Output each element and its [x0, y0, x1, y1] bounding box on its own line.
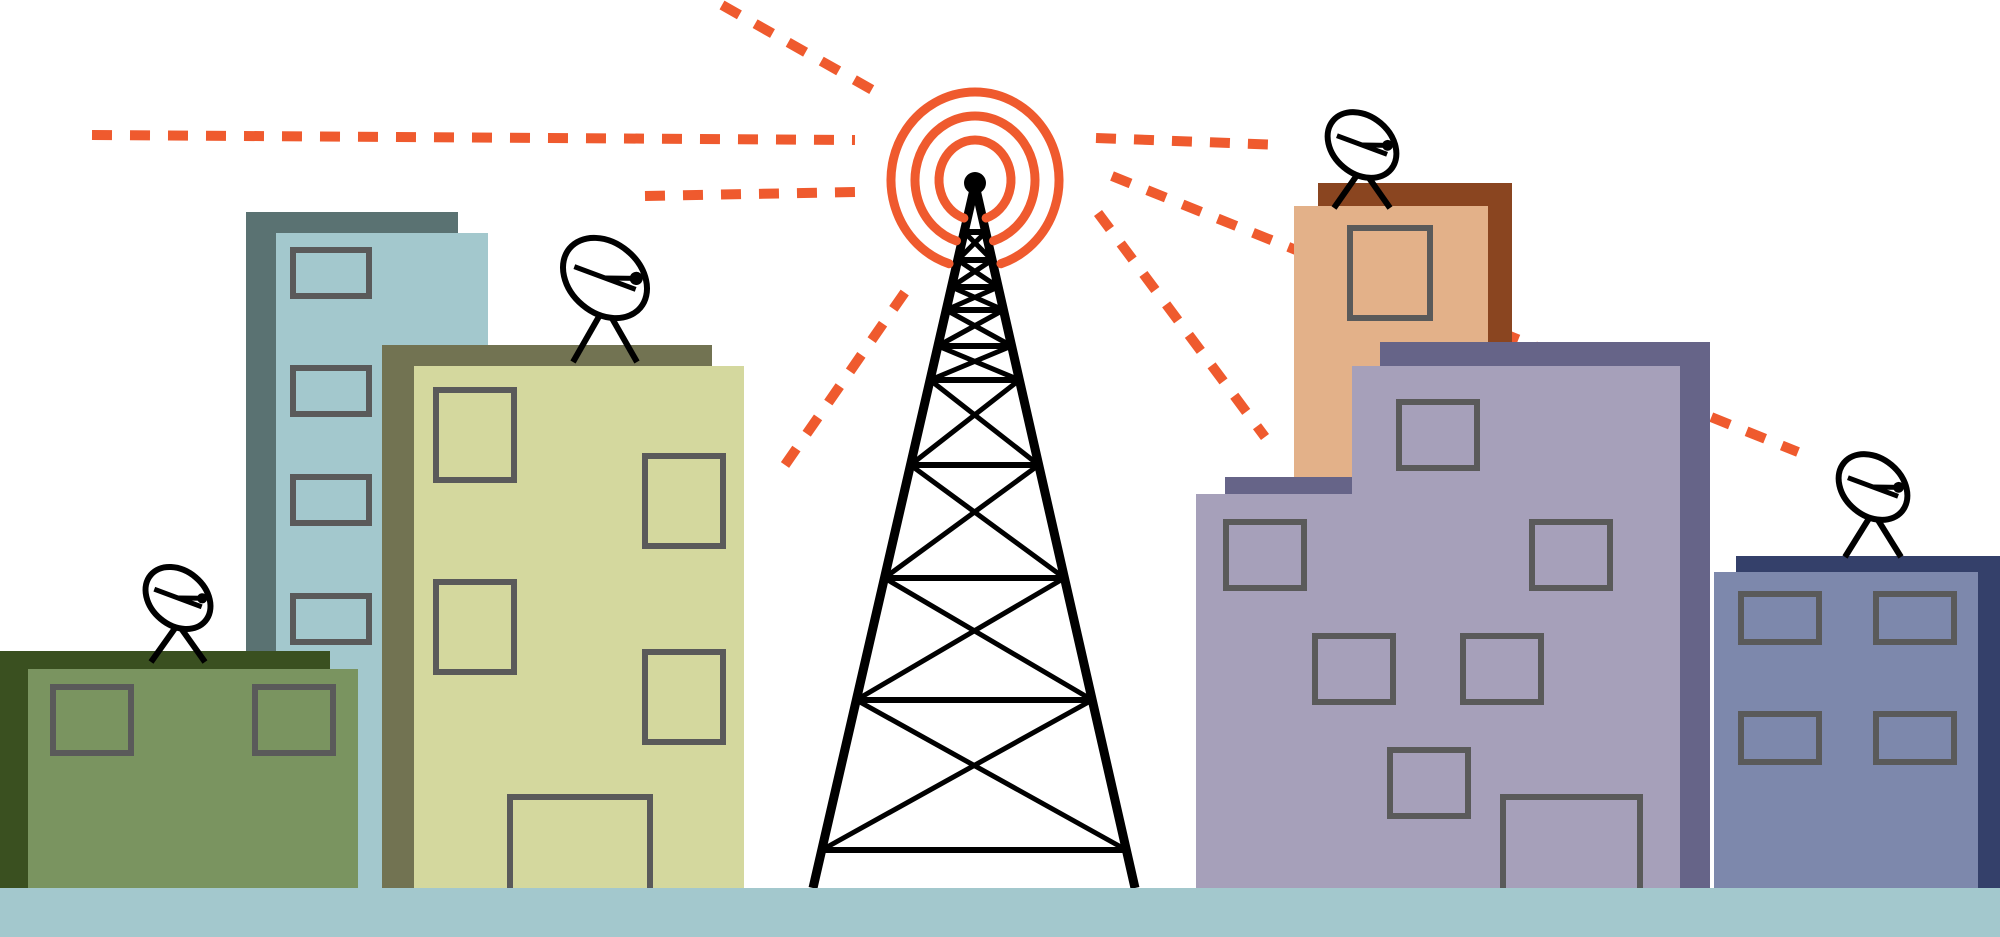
building-yellow-window [433, 579, 517, 675]
building-green-face [28, 669, 358, 890]
building-purple-window [1396, 399, 1480, 471]
dish-bowl-group [559, 234, 651, 322]
signal-beam-7 [1093, 210, 1270, 440]
building-yellow-window [642, 649, 726, 745]
tower-brace [855, 575, 1066, 703]
tower-brace [955, 230, 988, 262]
tower-brace [929, 343, 1013, 383]
transmission-tower [808, 172, 1140, 890]
building-purple-window [1387, 747, 1471, 819]
signal-ring-3 [934, 135, 1016, 223]
antenna-signal-rings [886, 87, 1064, 269]
tower-brace [883, 575, 1094, 703]
tower-brace [956, 257, 1000, 290]
tower-brace [944, 307, 1013, 349]
building-blue-face [1714, 572, 1978, 890]
building-blue-window [1873, 711, 1957, 765]
satellite-dish-icon [559, 234, 651, 364]
satellite-dishes [142, 109, 1911, 664]
building-teal-window [290, 365, 372, 417]
building-teal-window [290, 247, 372, 299]
signal-beam-4 [780, 279, 917, 468]
building-yellow-window [433, 387, 517, 483]
dish-leg [148, 622, 181, 664]
tower-brace [855, 697, 1128, 853]
ground-strip [0, 888, 2000, 937]
dish-bowl-group [142, 564, 214, 632]
building-orange-window [1347, 225, 1433, 321]
dish-feed [629, 271, 643, 285]
building-green-window [252, 684, 336, 756]
tower-brace [928, 378, 1041, 467]
building-purple-window [1529, 519, 1613, 591]
building-blue-window [1738, 591, 1822, 645]
dish-feed [1382, 139, 1393, 151]
tower-brace [950, 257, 994, 290]
tower-brace [936, 307, 1005, 349]
building-purple-door [1500, 794, 1643, 888]
building-purple-window [1460, 633, 1544, 705]
signal-beam-5 [1095, 133, 1283, 150]
building-teal-window [290, 593, 372, 645]
dish-bowl-group [1324, 109, 1400, 181]
satellite-dish-icon [142, 564, 214, 664]
building-purple-face [1196, 366, 1680, 890]
tower-brace [962, 230, 994, 262]
tower-left-leg [808, 183, 980, 890]
tower-brace [908, 378, 1021, 467]
city-buildings [0, 183, 2000, 890]
building-green-window [50, 684, 134, 756]
dish-feed [197, 593, 208, 604]
building-yellow-window [642, 453, 726, 549]
tower-brace [945, 284, 1000, 313]
signal-beam-2 [719, 0, 879, 97]
building-blue-window [1873, 591, 1957, 645]
satellite-dish-icon [1835, 451, 1911, 559]
satellite-dish-icon [1324, 109, 1400, 210]
building-purple-window [1312, 633, 1396, 705]
tower-brace [908, 462, 1066, 581]
building-yellow-face [414, 366, 744, 890]
tower-brace [820, 697, 1094, 853]
tower-brace [882, 462, 1041, 581]
dish-bowl-group [1835, 451, 1911, 523]
tower-top-beacon [964, 172, 986, 194]
tower-right-leg [970, 184, 1140, 889]
building-blue-window [1738, 711, 1822, 765]
signal-ring-2 [910, 111, 1040, 246]
signal-beam-3 [644, 187, 856, 201]
building-yellow-door [507, 794, 653, 888]
dish-feed [1893, 481, 1904, 493]
building-purple-window [1223, 519, 1307, 591]
signal-ring-1 [886, 87, 1064, 269]
building-teal-window [290, 474, 372, 526]
tower-brace [936, 343, 1021, 383]
signal-beam-1 [91, 130, 856, 145]
